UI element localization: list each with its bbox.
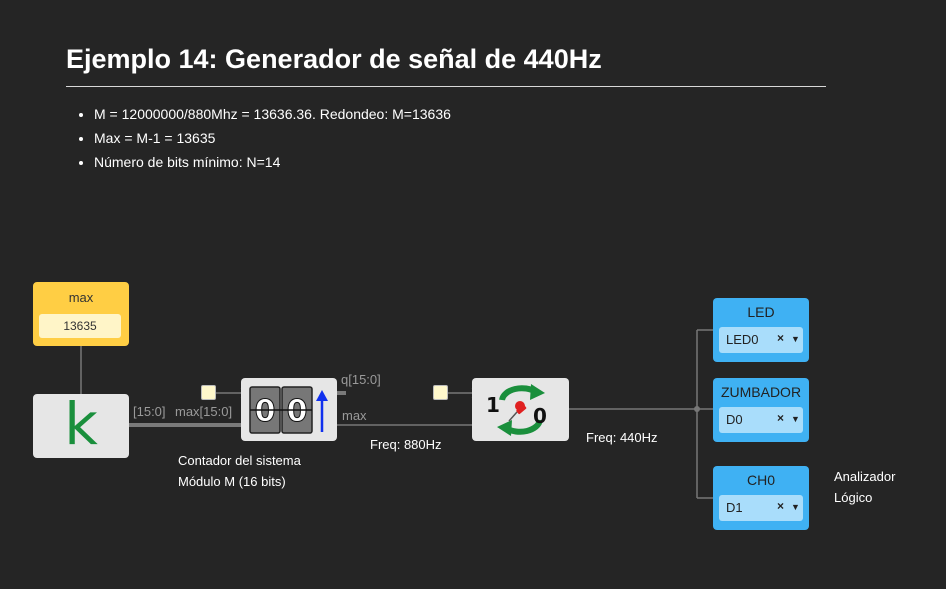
freq-440-label: Freq: 440Hz: [586, 430, 658, 445]
note-item: Número de bits mínimo: N=14: [94, 150, 451, 174]
toggle-digit-zero: 0: [533, 404, 547, 428]
pin-select[interactable]: D0 × ▼: [719, 407, 803, 433]
clear-icon[interactable]: ×: [777, 331, 785, 345]
notes-list: M = 12000000/880Mhz = 13636.36. Redondeo…: [76, 102, 451, 174]
counter-icon: 0 0: [249, 386, 328, 434]
constant-value-field[interactable]: 13635: [39, 314, 121, 338]
freq-880-label: Freq: 880Hz: [370, 437, 442, 452]
counter-block[interactable]: 0 0: [241, 378, 337, 441]
output-name: CH0: [746, 472, 775, 488]
counter-digit: 0: [287, 394, 308, 429]
clock-input-counter[interactable]: [201, 385, 216, 400]
k-symbol: k: [64, 390, 98, 458]
chevron-down-icon[interactable]: ▼: [791, 334, 800, 344]
pin-select[interactable]: D1 × ▼: [719, 495, 803, 521]
counter-caption-line1: Contador del sistema: [178, 453, 301, 468]
page-title: Ejemplo 14: Generador de señal de 440Hz: [66, 44, 602, 74]
note-item: Max = M-1 = 13635: [94, 126, 451, 150]
pin-select[interactable]: LED0 × ▼: [719, 327, 803, 353]
toggle-digit-one: 1: [486, 393, 500, 417]
output-name: ZUMBADOR: [720, 384, 802, 400]
analyzer-label-line1: Analizador: [834, 469, 896, 484]
toggle-icon: 1 0: [486, 384, 547, 436]
counter-digit: 0: [255, 394, 276, 429]
title-divider: [66, 86, 826, 87]
analyzer-label-line2: Lógico: [834, 490, 873, 505]
constant-block-max[interactable]: max 13635: [33, 282, 129, 346]
note-item: M = 12000000/880Mhz = 13636.36. Redondeo…: [94, 102, 451, 126]
clock-input-toggle[interactable]: [433, 385, 448, 400]
counter-output-max-label: max: [342, 408, 367, 423]
chevron-down-icon[interactable]: ▼: [791, 414, 800, 424]
clear-icon[interactable]: ×: [777, 499, 785, 513]
pin-value: D1: [726, 500, 743, 515]
clear-icon[interactable]: ×: [777, 411, 785, 425]
output-block-led[interactable]: LED LED0 × ▼: [713, 298, 809, 362]
output-name: LED: [747, 304, 775, 320]
k-block[interactable]: k: [33, 390, 129, 458]
counter-input-label: max[15:0]: [175, 404, 233, 419]
output-block-ch0[interactable]: CH0 D1 × ▼: [713, 466, 809, 530]
constant-name: max: [68, 290, 94, 305]
counter-caption-line2: Módulo M (16 bits): [178, 474, 286, 489]
output-block-zumbador[interactable]: ZUMBADOR D0 × ▼: [713, 378, 809, 442]
wire-junction: [694, 406, 700, 412]
bus-width-label: [15:0]: [133, 404, 166, 419]
pin-value: D0: [726, 412, 743, 427]
counter-output-q-label: q[15:0]: [341, 372, 381, 387]
toggle-flipflop-block[interactable]: 1 0: [472, 378, 569, 441]
chevron-down-icon[interactable]: ▼: [791, 502, 800, 512]
pin-value: LED0: [726, 332, 759, 347]
